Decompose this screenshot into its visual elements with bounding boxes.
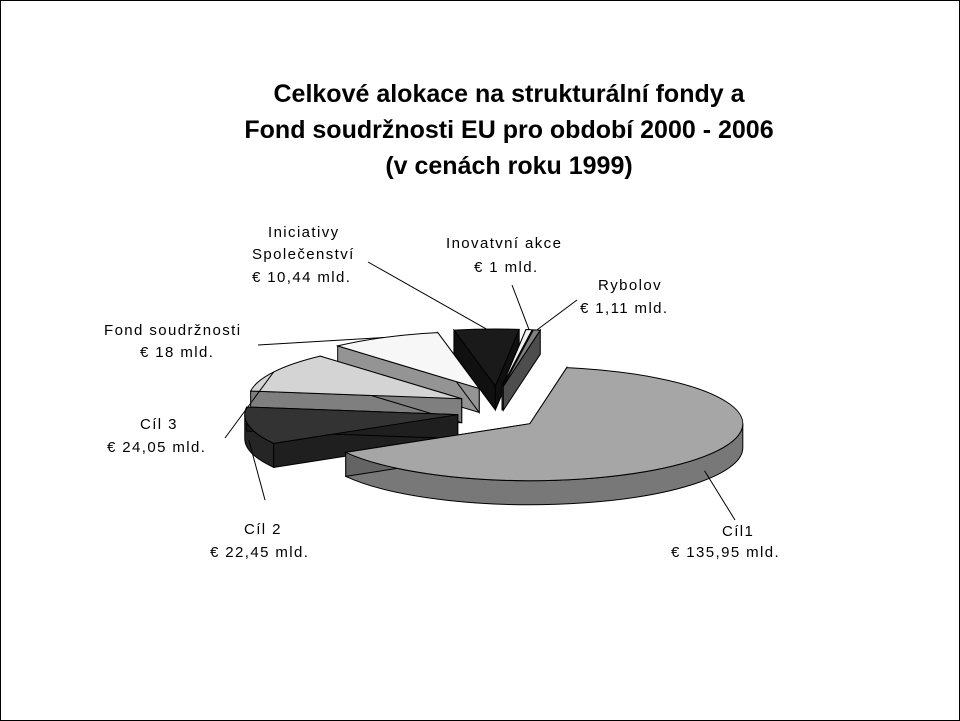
leader-line-inovatvn-akce [511,284,530,330]
pie-slice-top [502,329,542,387]
pie-slice-iniciativy-spole-enstv- [452,328,520,412]
pie-slice-top [335,332,481,390]
pie-slice-c-l-2 [244,406,459,469]
chart-title-line-2: Fond soudržnosti EU pro období 2000 - 20… [244,116,774,144]
pie-slices [244,328,744,506]
leader-line-fond-soudr-nosti [257,336,385,346]
leader-line-iniciativy-spole-enstv- [367,261,487,330]
leader-line-rybolov [536,299,578,331]
label-rybolov-name: Rybolov [598,277,662,294]
label-iniciativy-value: € 10,44 mld. [252,269,351,286]
leader-line-c-l-2 [248,440,266,501]
label-cil2-value: € 22,45 mld. [210,544,309,561]
label-fond-value: € 18 mld. [140,344,214,361]
label-iniciativy-name-2: Společenství [252,246,355,263]
leader-line-c-l-3 [224,371,275,439]
label-inovatvni-name: Inovatvní akce [446,235,562,252]
label-fond-name: Fond soudržnosti [104,322,241,339]
pie-slice-top [344,367,744,482]
slice-labels: Cíl1 € 135,95 mld. Cíl 2 € 22,45 mld. Cí… [104,224,780,561]
pie-slice-top [452,328,520,388]
chart-title: Celkové alokace na strukturální fondy a … [0,76,960,184]
chart-title-line-3: (v cenách roku 1999) [385,152,633,180]
label-cil3-name: Cíl 3 [140,416,178,433]
label-cil2-name: Cíl 2 [244,521,282,538]
label-inovatvni-value: € 1 mld. [474,259,539,276]
label-rybolov-value: € 1,11 mld. [580,300,669,317]
chart-title-line-1: Celkové alokace na strukturální fondy a [273,80,745,108]
label-iniciativy-name-1: Iniciativy [268,224,340,241]
pie-slice-top [249,355,462,400]
pie-slice-rybolov [502,328,542,412]
label-cil1-name: Cíl1 [722,523,754,540]
leader-line-c-l1 [704,470,736,521]
label-cil1-value: € 135,95 mld. [671,544,780,561]
label-cil3-value: € 24,05 mld. [107,439,206,456]
pie-slice-c-l1 [344,365,744,506]
leader-lines [224,261,736,521]
